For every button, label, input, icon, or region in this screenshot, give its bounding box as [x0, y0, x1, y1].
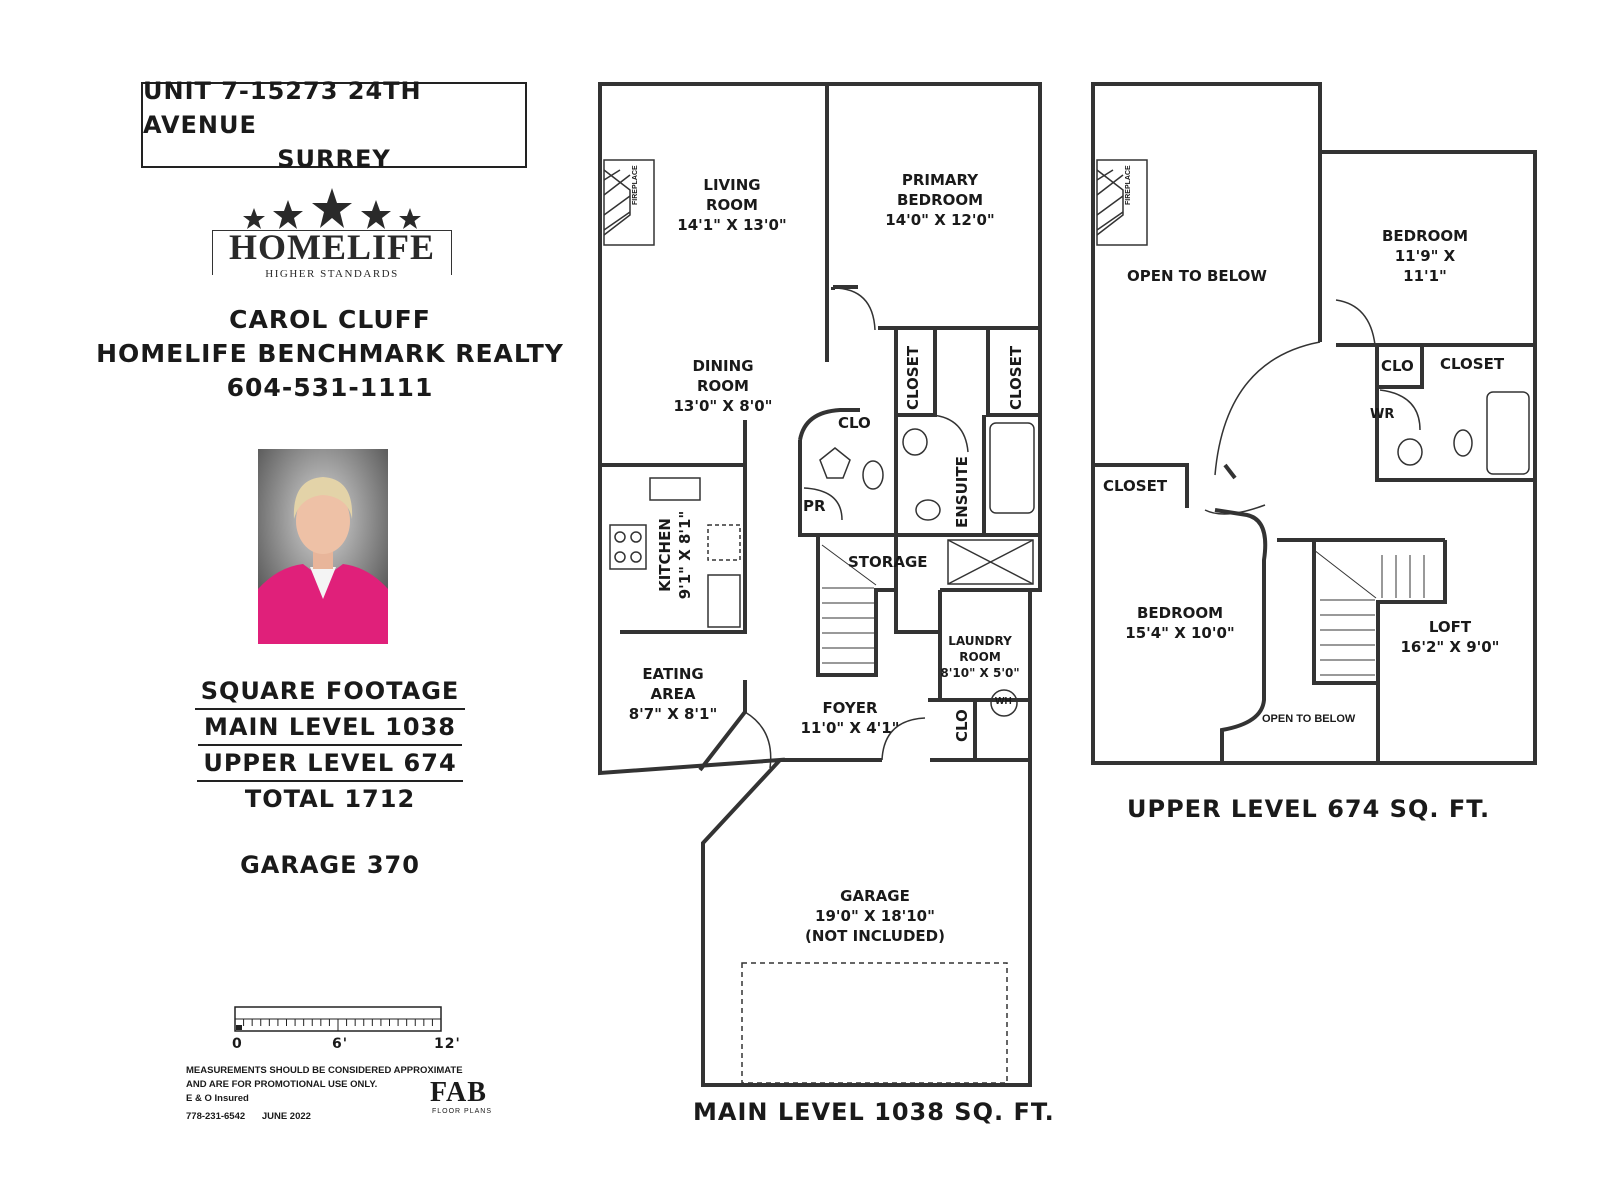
scale-label-0: 0 [232, 1036, 243, 1052]
dining-room-label: DINING ROOM 13'0" X 8'0" [658, 356, 788, 416]
loft-name: LOFT [1428, 618, 1472, 636]
clo-a-label: CLO [838, 414, 871, 432]
agent-name: CAROL CLUFF [229, 305, 431, 334]
main-level-title: MAIN LEVEL 1038 SQ. FT. [693, 1098, 1055, 1126]
logo-tagline: HIGHER STANDARDS [265, 268, 399, 280]
living-room-name-2: ROOM [706, 196, 758, 214]
upper-level-title: UPPER LEVEL 674 SQ. FT. [1127, 795, 1491, 823]
kitchen-dims: 9'1" X 8'1" [676, 510, 694, 600]
agent-info: CAROL CLUFF HOMELIFE BENCHMARK REALTY 60… [60, 303, 600, 405]
dining-room-dims: 13'0" X 8'0" [673, 397, 773, 415]
fireplace-label: FIREPLACE [632, 165, 639, 205]
plan-date: JUNE 2022 [261, 1111, 311, 1122]
storage-label: STORAGE [848, 553, 928, 571]
sqft-garage: GARAGE 370 [240, 851, 420, 879]
bedroom-a-dims: 11'9" X 11'1" [1394, 247, 1456, 285]
foyer-label: FOYER 11'0" X 4'1" [795, 698, 905, 738]
eating-area-label: EATING AREA 8'7" X 8'1" [618, 664, 728, 724]
upper-closet-b-label: CLOSET [1103, 477, 1168, 495]
laundry-name-1: LAUNDRY [948, 634, 1012, 648]
open-to-below-small-label: OPEN TO BELOW [1262, 713, 1356, 725]
fab-logo-sub: FLOOR PLANS [432, 1108, 493, 1115]
living-room-dims: 14'1" X 13'0" [677, 216, 787, 234]
upper-fireplace-label: FIREPLACE [1125, 165, 1132, 205]
agent-photo [258, 449, 388, 644]
foyer-dims: 11'0" X 4'1" [800, 719, 900, 737]
square-footage: SQUARE FOOTAGE MAIN LEVEL 1038 UPPER LEV… [60, 674, 600, 882]
upper-clo-label: CLO [1381, 357, 1414, 375]
kitchen-label: KITCHEN 9'1" X 8'1" [655, 505, 695, 605]
foyer-name: FOYER [822, 699, 878, 717]
pr-label: PR [803, 497, 826, 515]
fab-logo-mark: FAB [430, 1077, 487, 1108]
loft-label: LOFT 16'2" X 9'0" [1395, 617, 1505, 657]
wr-label: WR [1370, 407, 1395, 422]
open-to-below-label: OPEN TO BELOW [1127, 267, 1267, 285]
logo-stars-icon [243, 188, 421, 229]
scale-bar: 0 6' 12' [232, 1006, 460, 1052]
disclaimer-line-2: AND ARE FOR PROMOTIONAL USE ONLY. [186, 1079, 378, 1090]
loft-dims: 16'2" X 9'0" [1400, 638, 1500, 656]
upper-closet-a-label: CLOSET [1440, 355, 1505, 373]
closet-a-label: CLOSET [904, 345, 922, 410]
dining-room-name-1: DINING [692, 357, 754, 375]
clo-b-label: CLO [953, 709, 971, 742]
sqft-heading: SQUARE FOOTAGE [194, 674, 466, 710]
sqft-main: MAIN LEVEL 1038 [198, 710, 462, 746]
eating-area-dims: 8'7" X 8'1" [628, 705, 718, 723]
eating-area-name-2: AREA [650, 685, 696, 703]
primary-bedroom-name-2: BEDROOM [896, 191, 984, 209]
homelife-logo: HOMELIFE HIGHER STANDARDS [210, 186, 454, 286]
agent-phone: 604-531-1111 [226, 373, 434, 402]
fab-logo: FAB FLOOR PLANS [430, 1078, 500, 1120]
fab-phone: 778-231-6542 [186, 1111, 246, 1122]
agent-company: HOMELIFE BENCHMARK REALTY [96, 339, 564, 368]
address-line-1: UNIT 7-15273 24th AVENUE [143, 77, 422, 139]
garage-note: (NOT INCLUDED) [805, 927, 945, 945]
garage-name: GARAGE [840, 887, 910, 905]
wh-label: WH [995, 696, 1012, 707]
living-room-name-1: LIVING [703, 176, 761, 194]
laundry-room-label: LAUNDRY ROOM 8'10" X 5'0" [930, 633, 1030, 681]
disclaimer-line-1: MEASUREMENTS SHOULD BE CONSIDERED APPROX… [186, 1065, 463, 1076]
address-line-2: SURREY [277, 145, 391, 173]
scale-label-12: 12' [434, 1036, 461, 1052]
primary-bedroom-name-1: PRIMARY [901, 171, 979, 189]
bedroom-b-label: BEDROOM 15'4" X 10'0" [1115, 603, 1245, 643]
eating-area-name-1: EATING [642, 665, 704, 683]
disclaimer: MEASUREMENTS SHOULD BE CONSIDERED APPROX… [186, 1064, 526, 1124]
laundry-name-2: ROOM [959, 650, 1001, 664]
disclaimer-line-3: E & O Insured [186, 1093, 249, 1104]
laundry-dims: 8'10" X 5'0" [940, 666, 1020, 680]
ensuite-label: ENSUITE [953, 456, 971, 528]
sqft-total: TOTAL 1712 [244, 785, 416, 813]
bedroom-b-name: BEDROOM [1136, 604, 1224, 622]
closet-b-label: CLOSET [1007, 345, 1025, 410]
primary-bedroom-label: PRIMARY BEDROOM 14'0" X 12'0" [870, 170, 1010, 230]
garage-dims: 19'0" X 18'10" [815, 907, 935, 925]
address-box: UNIT 7-15273 24th AVENUE SURREY [141, 77, 527, 173]
bedroom-a-label: BEDROOM 11'9" X 11'1" [1375, 226, 1475, 286]
bedroom-a-name: BEDROOM [1381, 227, 1469, 245]
sqft-upper: UPPER LEVEL 674 [197, 746, 463, 782]
garage-label: GARAGE 19'0" X 18'10" (NOT INCLUDED) [790, 886, 960, 946]
primary-bedroom-dims: 14'0" X 12'0" [885, 211, 995, 229]
logo-brand: HOMELIFE [228, 227, 436, 267]
bedroom-b-dims: 15'4" X 10'0" [1125, 624, 1235, 642]
living-room-label: LIVING ROOM 14'1" X 13'0" [672, 175, 792, 235]
kitchen-name: KITCHEN [656, 518, 674, 592]
dining-room-name-2: ROOM [697, 377, 749, 395]
scale-label-6: 6' [332, 1036, 349, 1052]
